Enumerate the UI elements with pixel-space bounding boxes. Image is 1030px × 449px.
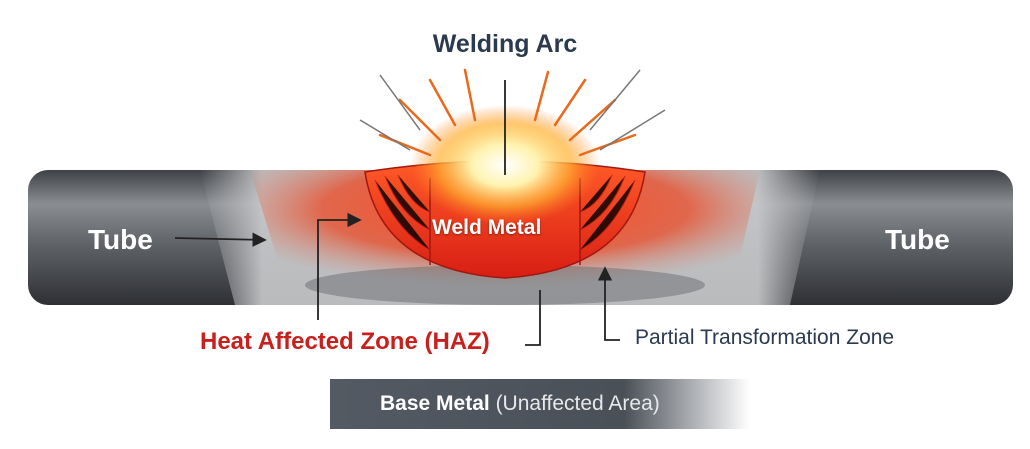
- leader-lines: [174, 80, 620, 346]
- base-metal-label: Base Metal: [380, 392, 490, 415]
- tube-left-label: Tube: [88, 224, 153, 255]
- welding-arc-label: Welding Arc: [432, 30, 578, 58]
- haz-label: Heat Affected Zone (HAZ): [200, 328, 490, 355]
- base-metal-banner: Base Metal (Unaffected Area): [330, 379, 750, 429]
- tube-right-label: Tube: [885, 224, 950, 255]
- weld-metal-label: Weld Metal: [432, 216, 542, 239]
- base-metal-note: (Unaffected Area): [495, 392, 660, 415]
- partial-transformation-zone-label: Partial Transformation Zone: [635, 326, 895, 349]
